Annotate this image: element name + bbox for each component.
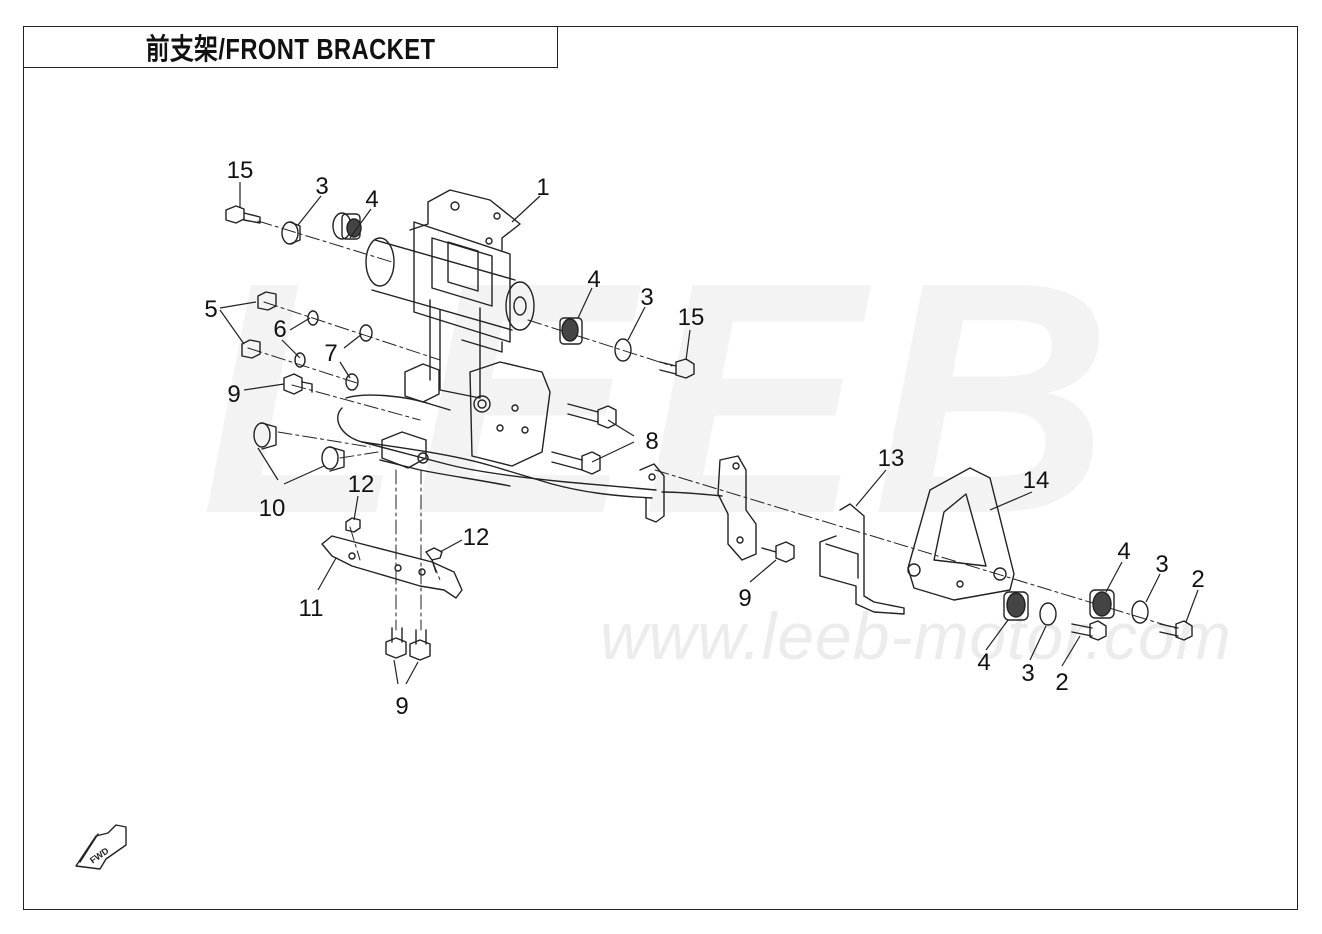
bolt-2 (1071, 620, 1193, 641)
screw-12 (345, 517, 443, 573)
bolt-9-middle (761, 541, 795, 563)
plate-11 (321, 535, 463, 599)
diagram-frame (23, 26, 1298, 910)
washer-6 (294, 310, 319, 368)
washer-3-upper-right (614, 338, 632, 362)
washer-7 (345, 324, 373, 391)
callout-3-left: 3 (315, 173, 328, 200)
callout-7: 7 (324, 340, 337, 367)
callout-9-lower: 9 (395, 693, 408, 720)
callout-15-right: 15 (678, 304, 705, 331)
page-title: 前支架/FRONT BRACKET (145, 34, 436, 66)
callout-1: 1 (536, 174, 549, 201)
website-watermark: www.leeb-motor.com (600, 599, 1232, 673)
washer-3-right (1039, 600, 1149, 626)
callout-12-lower: 12 (463, 524, 490, 551)
callout-11: 11 (299, 595, 324, 622)
bracket-13 (819, 503, 905, 615)
callout-5: 5 (204, 296, 217, 323)
bolt-9-lower (385, 627, 431, 661)
plate-14 (907, 467, 1015, 601)
bolt-9-left (283, 373, 313, 395)
bushing-4-upper-right (559, 317, 583, 345)
bushing-4-right-lower (1003, 591, 1029, 621)
callout-3-right-upper: 3 (1155, 551, 1168, 578)
callout-3-upper: 3 (640, 284, 653, 311)
callout-4-upper: 4 (587, 266, 600, 293)
bushing-4-left (332, 212, 362, 240)
rubber-mount-10 (253, 422, 345, 472)
bushing-4-right-upper (1089, 589, 1115, 619)
callout-3-right-lower: 3 (1021, 660, 1034, 687)
callout-10: 10 (259, 495, 286, 522)
bolt-8 (551, 403, 617, 475)
leader-lines (219, 182, 1199, 685)
callout-13: 13 (878, 445, 905, 472)
nut-5 (241, 291, 277, 359)
callout-6: 6 (273, 316, 286, 343)
title-box: 前支架/FRONT BRACKET (23, 26, 558, 68)
callout-14: 14 (1023, 467, 1050, 494)
bolt-15-right (659, 358, 695, 379)
callout-8: 8 (645, 428, 658, 455)
callout-9-middle: 9 (738, 585, 751, 612)
bolt-15-left (225, 205, 261, 224)
callout-2-right-upper: 2 (1191, 566, 1204, 593)
callout-4-right-lower: 4 (977, 649, 990, 676)
fwd-arrow-icon (75, 824, 127, 870)
callout-12-upper: 12 (348, 471, 375, 498)
main-bracket-1 (365, 189, 551, 467)
callout-15-left: 15 (227, 157, 254, 184)
front-tube-frame (337, 394, 757, 561)
callout-labels: 15 3 4 1 4 3 15 5 6 7 9 8 10 12 12 11 9 … (88, 157, 1205, 866)
callout-4-left: 4 (365, 186, 378, 213)
callout-2-right-lower: 2 (1055, 669, 1068, 696)
washer-3-left (281, 221, 301, 245)
callout-9-left: 9 (227, 381, 240, 408)
callout-4-right-upper: 4 (1117, 538, 1130, 565)
fwd-label: FWD (88, 845, 111, 865)
